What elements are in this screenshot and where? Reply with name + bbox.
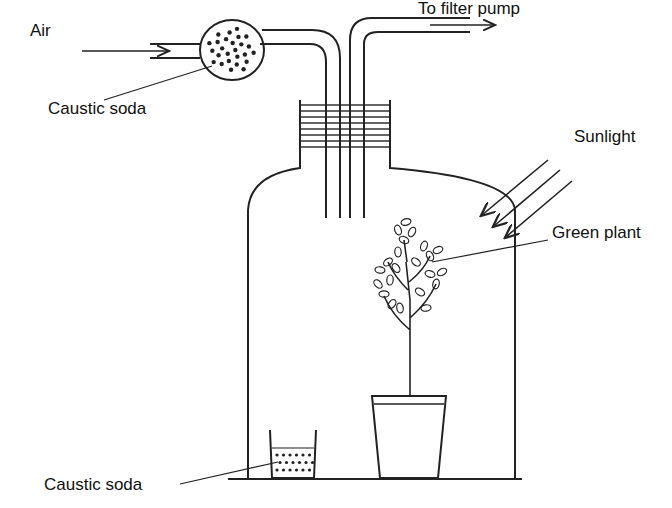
granule xyxy=(295,468,298,471)
leaf xyxy=(407,226,417,238)
pump-label: To filter pump xyxy=(418,0,520,19)
granule xyxy=(216,53,220,57)
granule xyxy=(226,51,230,55)
leader-line xyxy=(180,462,278,484)
pot-rim xyxy=(374,403,444,405)
granule xyxy=(251,51,255,55)
bell-jar xyxy=(248,100,515,479)
granule xyxy=(207,41,211,45)
leaf xyxy=(386,298,397,310)
sunlight-label: Sunlight xyxy=(574,128,635,147)
granule xyxy=(235,62,239,66)
granule xyxy=(304,461,307,464)
granule xyxy=(224,37,228,41)
granule xyxy=(215,40,219,44)
granule xyxy=(308,453,311,456)
leaf xyxy=(436,267,448,278)
granule xyxy=(301,468,304,471)
granule xyxy=(285,461,288,464)
caustic-soda-bulb xyxy=(200,20,264,80)
caustic-soda-label: Caustic soda xyxy=(48,100,146,119)
granule xyxy=(244,60,248,64)
leaf xyxy=(375,266,386,274)
caustic-soda-granules xyxy=(207,27,314,472)
granule xyxy=(288,453,291,456)
granule xyxy=(235,27,239,31)
inlet-tube xyxy=(262,30,340,218)
leaf xyxy=(424,270,435,279)
granule xyxy=(236,35,240,39)
granule xyxy=(239,42,243,46)
granule xyxy=(219,62,223,66)
air-arrow xyxy=(82,50,168,51)
granule xyxy=(275,453,278,456)
granule xyxy=(227,30,231,34)
granule xyxy=(311,461,314,464)
granule xyxy=(301,453,304,456)
granule xyxy=(216,32,220,36)
leaf xyxy=(432,245,444,255)
granule xyxy=(235,54,239,58)
granule xyxy=(282,468,285,471)
leaf xyxy=(395,247,402,257)
granule xyxy=(278,461,281,464)
beaker xyxy=(270,430,316,478)
granule xyxy=(241,67,245,71)
leaf xyxy=(396,302,404,313)
granule xyxy=(295,453,298,456)
granule xyxy=(243,52,247,56)
leader-line xyxy=(104,66,212,100)
granule xyxy=(247,44,251,48)
sunlight-arrow xyxy=(482,160,548,215)
granule xyxy=(230,41,234,45)
granule xyxy=(244,34,248,38)
stopper xyxy=(300,100,390,150)
granule xyxy=(288,468,291,471)
granule xyxy=(227,59,231,63)
sunlight-arrow xyxy=(494,170,560,226)
leaf xyxy=(398,235,410,245)
caustic-soda-label: Caustic soda xyxy=(44,476,142,495)
leaf xyxy=(419,240,428,252)
leader-line xyxy=(432,240,548,262)
granule xyxy=(275,468,278,471)
caustic-soda-level xyxy=(272,447,314,448)
plant-pot xyxy=(372,396,446,478)
granule xyxy=(211,60,215,64)
leaf xyxy=(414,287,426,298)
granule xyxy=(233,48,237,52)
granule xyxy=(298,461,301,464)
inlet-tube xyxy=(260,44,326,218)
granule xyxy=(220,46,224,50)
outlet-tube xyxy=(364,32,470,218)
leaf xyxy=(400,218,411,227)
granule xyxy=(210,49,214,53)
leaf xyxy=(432,278,440,289)
leaf xyxy=(372,278,384,290)
leaf xyxy=(421,304,432,312)
leaf xyxy=(379,291,389,297)
air-label: Air xyxy=(30,22,51,41)
plant-leaves xyxy=(372,218,448,314)
plant-label: Green plant xyxy=(552,224,641,243)
leaf xyxy=(391,262,402,274)
pump-arrow xyxy=(430,24,494,25)
leaf xyxy=(410,256,422,267)
granule xyxy=(291,461,294,464)
granule xyxy=(229,68,233,72)
granule xyxy=(308,468,311,471)
leaf xyxy=(386,275,393,285)
leaf xyxy=(393,224,402,236)
granule xyxy=(282,453,285,456)
outlet-tube xyxy=(350,18,470,218)
